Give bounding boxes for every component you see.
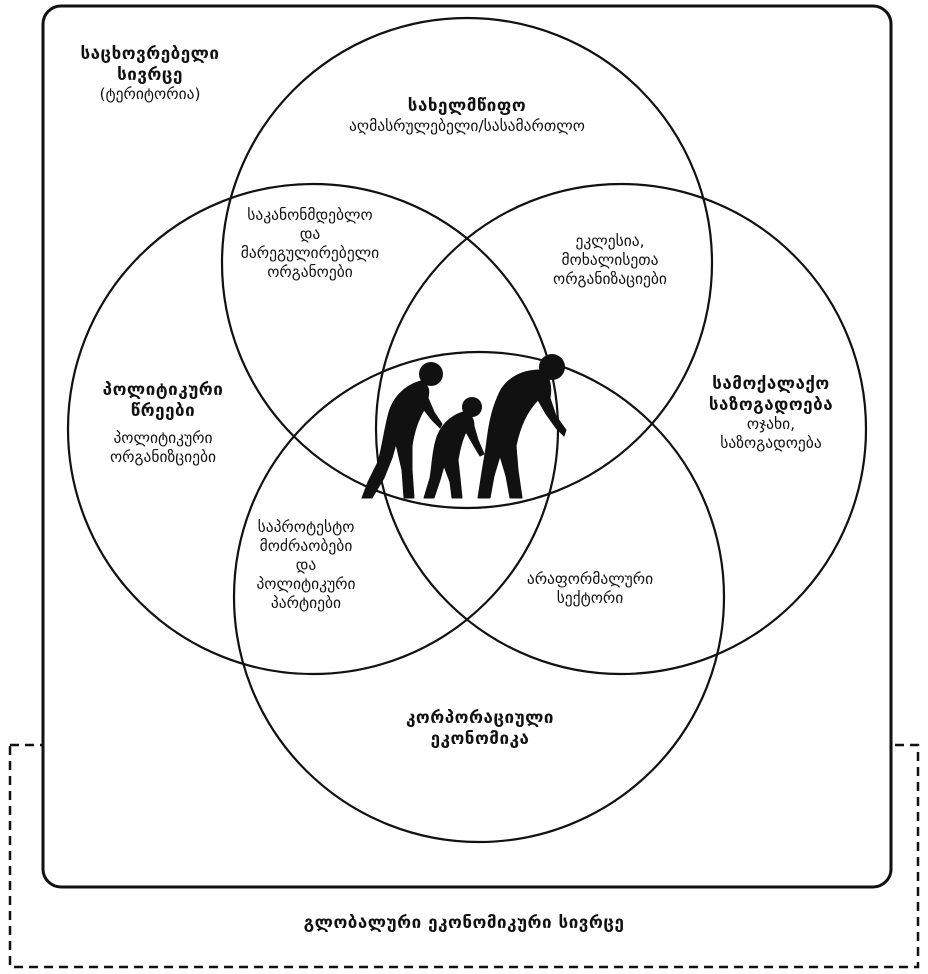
overlap-pc-line-2: მოძრაობები (259, 536, 353, 555)
civil-subtitle-line-2: საზოგადოება (720, 434, 822, 453)
overlap-state-political-label: საკანონმდებლო და მარეგულირებელი ორგანოებ… (220, 206, 400, 282)
civil-subtitle-line-1: ოჯახი, (746, 415, 796, 434)
corporate-title-line-2: ეკონომიკა (430, 728, 530, 749)
state-label: სახელმწიფო აღმასრულებელი/სასამართლო (297, 96, 637, 136)
political-subtitle-line-1: პოლიტიკური (113, 429, 213, 448)
corporate-title-line-1: კორპორაციული (405, 708, 554, 728)
living-space-label: საცხოვრებელი სივრცე (ტერიტორია) (60, 44, 240, 104)
overlap-civil-corporate-label: არაფორმალური სექტორი (500, 570, 680, 608)
overlap-cc-line-2: სექტორი (556, 588, 624, 607)
overlap-sp-line-4: ორგანოები (267, 262, 353, 281)
overlap-political-corporate-label: საპროტესტო მოძრაობები და პოლიტიკური პარტ… (226, 518, 386, 613)
overlap-sc-line-3: ორგანიზაციები (553, 269, 667, 288)
civil-title-line-2: საზოგადოება (708, 394, 834, 415)
civil-label: სამოქალაქო საზოგადოება ოჯახი, საზოგადოებ… (676, 374, 866, 453)
overlap-state-civil-label: ეკლესია, მოხალისეთა ორგანიზაციები (520, 232, 700, 289)
overlap-sc-line-1: ეკლესია, (575, 232, 645, 250)
corporate-label: კორპორაციული ეკონომიკა (360, 708, 600, 749)
global-space-title: გლობალური ეკონომიკური სივრცე (303, 913, 625, 933)
state-subtitle: აღმასრულებელი/სასამართლო (349, 116, 585, 135)
overlap-cc-line-1: არაფორმალური (526, 570, 654, 588)
overlap-pc-line-1: საპროტესტო (257, 518, 355, 536)
living-space-title-line-2: სივრცე (117, 64, 183, 85)
political-label: პოლიტიკური წრეები პოლიტიკური ორგანიზციებ… (68, 380, 258, 467)
civil-title-line-1: სამოქალაქო (712, 374, 830, 394)
global-space-label: გლობალური ეკონომიკური სივრცე (164, 913, 764, 934)
overlap-sp-line-2: და (299, 224, 321, 243)
living-space-subtitle: (ტერიტორია) (99, 85, 201, 104)
circle-state (220, 16, 714, 510)
three-bent-human-figures-icon (361, 354, 567, 499)
overlap-sp-line-3: მარეგულირებელი (240, 243, 380, 262)
overlap-pc-line-4: პოლიტიკური (256, 574, 356, 593)
living-space-title-line-1: საცხოვრებელი (80, 44, 220, 64)
state-title: სახელმწიფო (407, 96, 527, 116)
overlap-sc-line-2: მოხალისეთა (561, 250, 659, 269)
political-title-line-2: წრეები (130, 400, 196, 421)
overlap-pc-line-5: პარტიები (270, 593, 342, 612)
political-title-line-1: პოლიტიკური (102, 380, 224, 400)
circle-civil (374, 182, 868, 676)
overlap-pc-line-3: და (295, 555, 317, 574)
political-subtitle-line-2: ორგანიზციები (109, 448, 217, 467)
overlap-sp-line-1: საკანონმდებლო (247, 206, 373, 224)
circle-corporate (232, 350, 726, 844)
